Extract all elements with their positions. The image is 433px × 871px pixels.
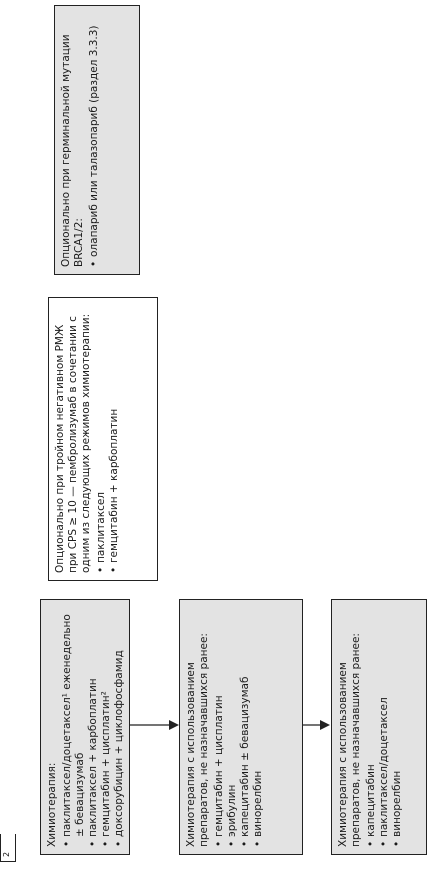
option-tnbc-item: гемцитабин + карбоплатин — [108, 305, 121, 573]
chemo-line2-item: эрибулин — [226, 607, 239, 847]
arrow-line1-to-line2 — [130, 720, 179, 730]
chemo-line2-item: капецитабин ± бевацизумаб — [239, 607, 252, 847]
chemo-line2-item: гемцитабин + цисплатин — [213, 607, 226, 847]
chemo-line3-item: паклитаксел/доцетаксел — [378, 607, 391, 847]
chemo-line2-item: винорелбин — [252, 607, 265, 847]
option-brca-title: Опционально при герминальной мутации BRC… — [60, 34, 85, 267]
corner-mark-label: 2 — [2, 851, 11, 857]
corner-mark: 2 — [0, 834, 16, 862]
option-brca-item: олапариб или талазопариб (раздел 3.3.3) — [88, 13, 101, 267]
chemo-line3-box: Химиотерапия с использованием препаратов… — [331, 599, 427, 855]
chemo-line3-item: капецитабин — [365, 607, 378, 847]
chemo-line1-item: гемцитабин + цисплатин² — [100, 607, 113, 847]
chemo-line3-item: винорелбин — [391, 607, 404, 847]
option-tnbc-box: Опционально при тройном негативном РМЖ п… — [48, 297, 158, 581]
chemo-line1-item: паклитаксел/доцетаксел¹ еженедельно ± бе… — [61, 607, 87, 847]
chemo-line3-title: Химиотерапия с использованием препаратов… — [337, 633, 362, 847]
option-tnbc-title: Опционально при тройном негативном РМЖ п… — [54, 313, 92, 573]
option-brca-box: Опционально при герминальной мутации BRC… — [54, 5, 140, 275]
option-tnbc-item: паклитаксел — [95, 305, 108, 573]
chemo-line1-box: Химиотерапия: паклитаксел/доцетаксел¹ еж… — [40, 599, 130, 855]
chemo-line1-title: Химиотерапия: — [46, 762, 58, 847]
chemo-line1-item: паклитаксел + карбоплатин — [87, 607, 100, 847]
chemo-line1-item: доксорубицин + циклофосфамид — [113, 607, 126, 847]
arrow-line2-to-line3 — [303, 720, 330, 730]
chemo-line2-box: Химиотерапия с использованием препаратов… — [179, 599, 303, 855]
chemo-line2-title: Химиотерапия с использованием препаратов… — [185, 633, 210, 847]
